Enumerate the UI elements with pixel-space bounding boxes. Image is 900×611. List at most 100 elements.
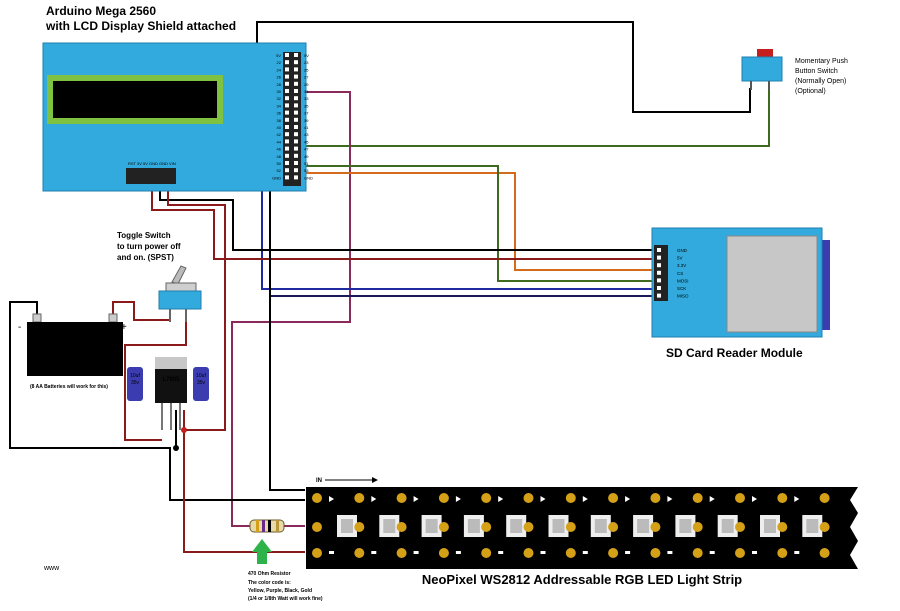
sd-pin-label: MISO [677,294,689,299]
led-pad [523,493,534,503]
lcd-line1: * * * DLW * * * [94,89,175,99]
push-button-label-4: (Optional) [795,88,826,95]
header-pin-label: 23 [304,60,309,65]
led-pad [312,548,322,558]
wire-miso [269,185,654,297]
lcd-line2: I n i t i a l i z i n g . . . [56,104,213,114]
sd-pin [657,270,661,275]
data-arrow [625,496,631,502]
data-arrow [752,496,757,502]
data-arrow [329,496,334,502]
header-pin [285,168,289,173]
led-pad [777,548,788,558]
data-arrow [794,496,800,502]
led-pad [396,548,407,558]
svg-text:35v: 35v [197,380,206,386]
wire-5v-sd [151,187,654,260]
header-pin [285,74,289,79]
led-pad [692,548,703,558]
header-pin-label: 36 [277,111,282,116]
header-pin [285,103,289,108]
header-pin-label: 40 [277,125,282,130]
push-button-label-2: Button Switch [795,68,838,75]
header-pin [285,110,289,115]
capacitor-right [193,367,209,401]
gnd-mark [667,551,673,554]
resistor: 470 Ohm Resistor The color code is: Yell… [248,519,323,602]
wire-gnd-sd [159,187,654,251]
svg-text:10uf: 10uf [130,373,140,379]
led-die [510,519,523,533]
gnd-mark [371,551,377,554]
led-pad [481,493,492,503]
header-pin-label: 42 [277,132,282,137]
header-pin-label: 25 [304,67,309,72]
sd-pin [657,278,661,283]
strip-leds [312,493,830,558]
led-die [594,519,607,533]
wire-gnd-header [269,171,305,491]
header-pin-label: 32 [277,96,282,101]
header-pin-label: 22 [277,60,282,65]
led-pad [650,493,661,503]
led-die [467,519,480,533]
push-button-label-1: Momentary Push [795,58,848,65]
gnd-mark [413,551,419,554]
header-pin [285,132,289,137]
led-pad [650,522,661,532]
data-arrow [709,496,715,502]
sd-pin-label: 5V [677,256,683,261]
led-pad [565,522,576,532]
push-button: Momentary Push Button Switch (Normally O… [741,49,848,95]
led-pad [692,493,703,503]
gnd-mark [625,551,631,554]
header-pin-label: 31 [304,89,309,94]
led-die [764,519,776,533]
led-pad [565,493,576,503]
header-pin [294,110,298,115]
header-pin [294,81,298,86]
regulator-label: L7805 [162,377,180,383]
led-pad [396,522,407,532]
toggle-label-1: Toggle Switch [117,231,171,240]
battery-minus: - [18,322,21,333]
header-pin [285,89,289,93]
data-arrow [371,496,377,502]
gnd-mark [582,551,588,554]
header-pin [294,125,298,129]
sd-pin-label: CS [677,271,683,276]
arduino-title-line1: Arduino Mega 2560 [46,4,156,18]
sd-pin-label: MOSI [677,278,689,283]
header-pin-label: GND [272,175,281,180]
header-pin-label: 35 [304,103,309,108]
sd-pin-label: SCK [677,286,686,291]
battery-label-1: 12 volt [56,333,95,348]
header-pin-label: 27 [304,75,309,80]
toggle-label-2: to turn power off [117,242,181,251]
header-pin [294,74,298,79]
led-pad [565,548,576,558]
header-pin [294,96,298,101]
wire-batt-pos [112,301,170,321]
header-pin-label: 26 [277,75,282,80]
sd-pin [657,286,661,290]
data-arrow [582,496,588,502]
led-die [806,519,819,533]
voltage-regulator: L7805 10uf 35v 10uf 35v [127,357,209,451]
header-pin-label: 41 [304,125,309,130]
header-pin [294,67,298,72]
led-pad [312,493,322,503]
led-pad [396,493,407,503]
battery-label-2: Battery [54,350,96,365]
header-pin-label: 49 [304,154,309,159]
led-die [637,519,650,533]
led-die [721,519,734,533]
svg-text:35v: 35v [131,380,140,386]
header-pin [285,67,289,72]
battery-plus: + [121,322,127,333]
led-pad [354,522,365,532]
